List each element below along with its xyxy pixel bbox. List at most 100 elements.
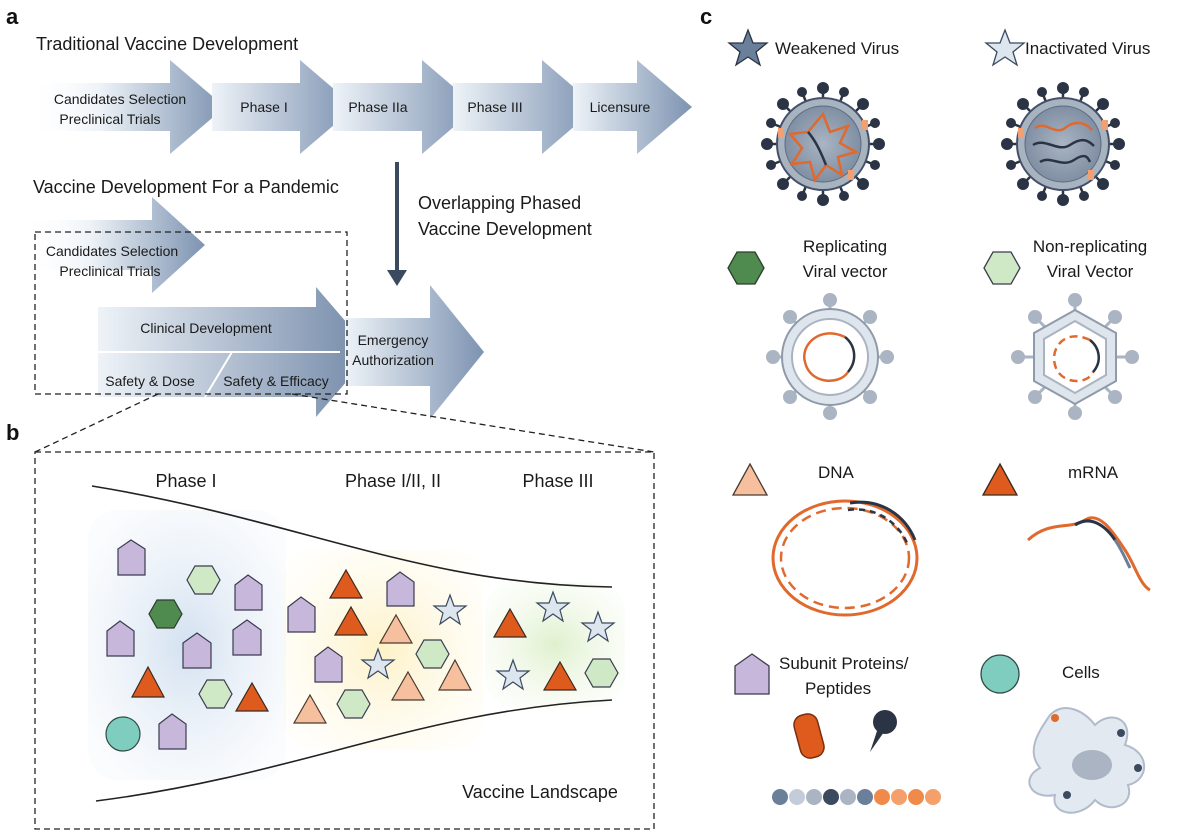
hexagon-light-green-icon [336, 689, 371, 719]
pandemic-title: Vaccine Development For a Pandemic [33, 177, 339, 197]
pentagon-purple-icon [106, 620, 135, 657]
traditional-step-label: Licensure [590, 99, 651, 115]
triangle-peach-icon [292, 693, 328, 724]
hexagon-light-green-icon [415, 639, 450, 669]
platform-label: Subunit Proteins/ [779, 654, 909, 673]
star-light-icon [984, 28, 1026, 67]
triangle-orange-icon [131, 665, 165, 698]
dna-plasmid-graphic [771, 499, 919, 617]
phase2-glow [283, 550, 483, 750]
triangle-orange-icon [333, 605, 369, 636]
mrna-strand-graphic [1026, 516, 1151, 592]
platform-weakened-virus: Weakened Virus [727, 28, 899, 206]
hexagon-light-green-icon [198, 679, 233, 709]
pentagon-purple-icon [314, 646, 343, 683]
pentagon-purple-icon [386, 571, 415, 607]
hexagon-light-green-icon [584, 658, 619, 688]
star-light-icon [580, 610, 616, 643]
traditional-title: Traditional Vaccine Development [36, 34, 298, 54]
traditional-step-label: Phase III [467, 99, 522, 115]
safety-dose-label: Safety & Dose [105, 373, 195, 389]
star-dark-icon [727, 28, 769, 67]
platform-dna: DNA [731, 462, 919, 617]
star-light-icon [432, 593, 468, 626]
safety-efficacy-label: Safety & Efficacy [223, 373, 329, 389]
emergency-label-line2: Authorization [352, 352, 434, 368]
pandemic-candidates-label: Preclinical Trials [59, 263, 160, 279]
triangle-peach-icon [378, 613, 414, 644]
phase3-candidates [492, 590, 619, 691]
triangle-peach-icon [731, 462, 769, 496]
panel-letter-c: c [700, 4, 712, 29]
triangle-orange-icon [328, 568, 364, 599]
star-light-icon [535, 590, 571, 623]
emergency-label-line1: Emergency [358, 332, 429, 348]
traditional-step-label: Phase I [240, 99, 287, 115]
pentagon-purple-icon [287, 596, 316, 633]
phase-heading: Phase III [522, 471, 593, 491]
pentagon-purple-icon [734, 653, 770, 695]
traditional-pipeline: Candidates Selection Preclinical Trials … [32, 60, 692, 154]
protein-graphic [793, 710, 897, 759]
traditional-step-arrow: Phase I [212, 60, 355, 154]
phase2-candidates [287, 568, 472, 724]
zoom-highlight-box [34, 231, 348, 395]
circle-teal-icon [980, 654, 1020, 694]
traditional-step-label: Preclinical Trials [59, 111, 160, 127]
pandemic-candidates-arrow: Candidates Selection Preclinical Trials [28, 197, 205, 293]
panel-letter-a: a [6, 4, 19, 29]
triangle-peach-icon [438, 658, 472, 691]
traditional-step-arrow: Phase IIa [333, 60, 477, 154]
replicating-vector-particle [766, 293, 894, 420]
funnel-bottom-curve [95, 699, 613, 802]
star-light-icon [495, 658, 531, 691]
weakened-virus-particle [761, 82, 885, 206]
pentagon-purple-icon [158, 713, 187, 750]
platform-label: DNA [818, 463, 855, 482]
platform-replicating-viral-vector: Replicating Viral vector [727, 237, 894, 420]
pentagon-purple-icon [182, 632, 212, 669]
triangle-orange-icon [981, 462, 1019, 496]
emergency-authorization-arrow: Emergency Authorization [345, 285, 484, 419]
traditional-step-label: Candidates Selection [54, 91, 186, 107]
platform-subunit-proteins: Subunit Proteins/ Peptides [734, 653, 941, 805]
hexagon-light-green-icon [983, 251, 1021, 285]
platform-label: Viral Vector [1047, 262, 1134, 281]
platform-inactivated-virus: Inactivated Virus [984, 28, 1150, 206]
phase-heading: Phase I/II, II [345, 471, 441, 491]
clinical-development-arrow: Clinical Development Safety & Dose Safet… [98, 287, 372, 417]
platform-label: Cells [1062, 663, 1100, 682]
pentagon-purple-icon [232, 619, 262, 656]
inactivated-virus-particle [1001, 82, 1125, 206]
hexagon-dark-green-icon [148, 599, 183, 629]
platform-label: Viral vector [803, 262, 888, 281]
overlap-label-line2: Vaccine Development [418, 219, 592, 239]
platform-nonreplicating-viral-vector: Non-replicating Viral Vector [983, 237, 1147, 420]
traditional-step-arrow: Phase III [453, 60, 597, 154]
nonreplicating-vector-particle [1011, 293, 1139, 420]
landscape-box [34, 451, 655, 830]
platform-label: Replicating [803, 237, 887, 256]
platform-mrna: mRNA [981, 462, 1151, 592]
funnel-top-curve [91, 485, 613, 588]
traditional-step-arrow: Licensure [573, 60, 692, 154]
zoom-line-left [34, 393, 159, 453]
pentagon-purple-icon [234, 574, 263, 611]
traditional-step-label: Phase IIa [348, 99, 407, 115]
phase1-candidates [105, 539, 270, 752]
triangle-orange-icon [234, 681, 270, 712]
phase-heading: Phase I [155, 471, 216, 491]
clinical-development-label: Clinical Development [140, 320, 272, 336]
pentagon-purple-icon [117, 539, 146, 576]
triangle-orange-icon [492, 607, 528, 638]
star-light-icon [360, 647, 396, 680]
overlap-label-line1: Overlapping Phased [418, 193, 581, 213]
peptide-chain-graphic [772, 789, 941, 805]
circle-teal-icon [105, 716, 141, 752]
panel-letter-b: b [6, 420, 19, 445]
platform-label: Non-replicating [1033, 237, 1147, 256]
pandemic-candidates-label: Candidates Selection [46, 243, 178, 259]
triangle-orange-icon [542, 660, 578, 691]
traditional-step-arrow: Candidates Selection Preclinical Trials [32, 60, 225, 154]
platform-label: Peptides [805, 679, 871, 698]
